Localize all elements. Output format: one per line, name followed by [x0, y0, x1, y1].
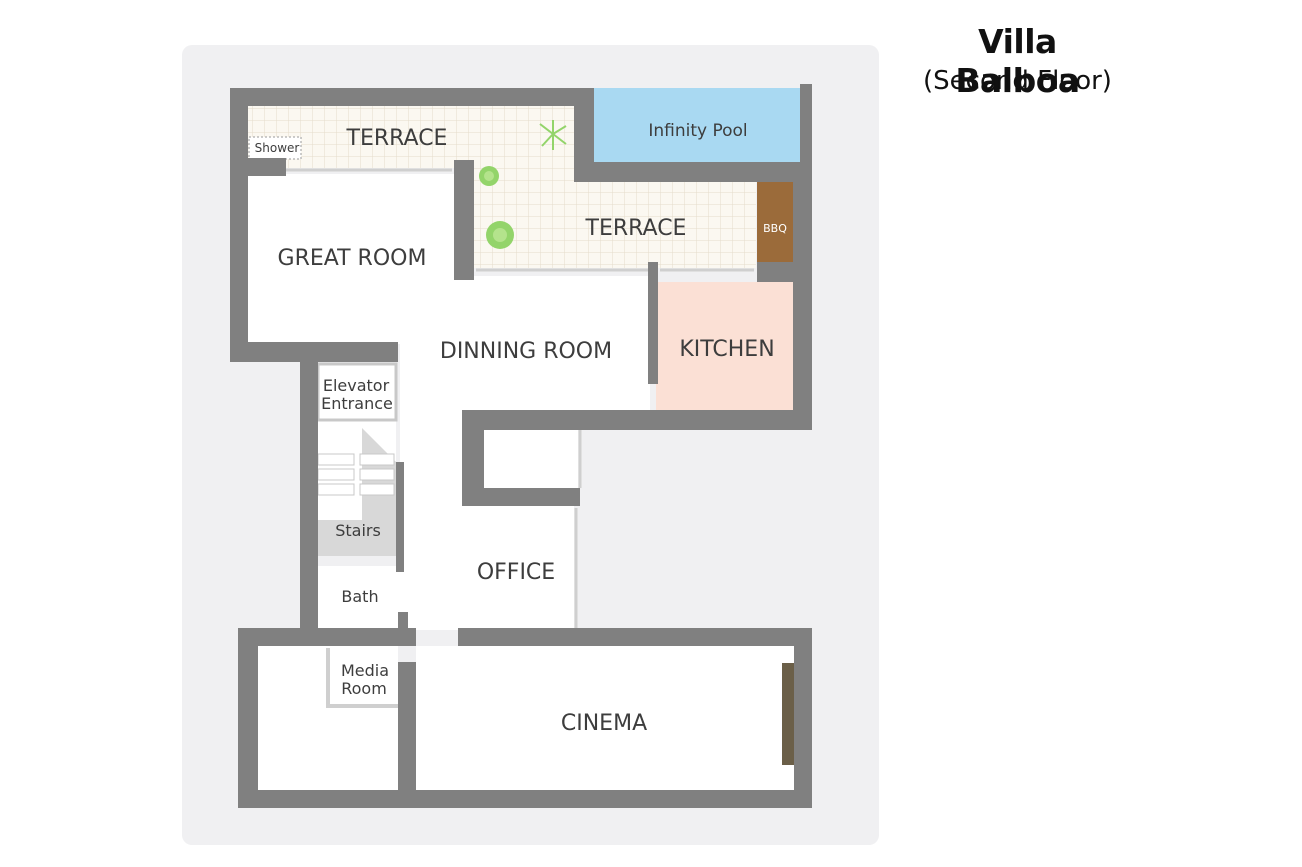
office-nook-floor: [484, 430, 578, 488]
walls: [230, 84, 812, 808]
kitchen-area: [656, 282, 794, 410]
elevator-label-line2: Entrance: [321, 394, 393, 413]
palm-plant-icon: [539, 120, 567, 150]
plan-subtitle: (Second Floor): [923, 66, 1112, 96]
dining-room-label: DINNING ROOM: [440, 339, 612, 364]
cinema-floor: [416, 646, 794, 790]
stairs-detail: [317, 428, 396, 556]
media-room-frame: [326, 648, 398, 708]
corridor-floor: [400, 400, 462, 630]
media-room-label-line2: Room: [341, 679, 387, 698]
plant-icon: [486, 221, 514, 249]
office-label: OFFICE: [477, 560, 555, 585]
glass-partitions: [286, 168, 754, 628]
bath-floor: [318, 566, 402, 628]
terrace-top-label: TERRACE: [346, 126, 448, 151]
elevator-label-line1: Elevator: [323, 376, 390, 395]
bbq-label: BBQ: [763, 222, 787, 235]
great-room-label: GREAT ROOM: [278, 246, 427, 271]
media-room-label-line1: Media: [341, 661, 389, 680]
plan-title: Villa Balboa: [955, 22, 1080, 100]
elevator-floor: [318, 364, 396, 420]
dining-link-floor: [454, 276, 474, 346]
dining-room-floor: [400, 276, 650, 410]
plant-icon: [479, 166, 499, 186]
stairs-label: Stairs: [335, 521, 381, 540]
cinema-label: CINEMA: [561, 711, 647, 736]
shower-label: Shower: [255, 141, 300, 155]
terrace-mid-floor: [474, 168, 756, 268]
kitchen-label: KITCHEN: [679, 337, 774, 362]
bbq-counter: [757, 182, 793, 262]
infinity-pool: [594, 88, 800, 162]
terrace-top-floor: [248, 106, 574, 168]
terrace-mid-label: TERRACE: [585, 216, 687, 241]
infinity-pool-label: Infinity Pool: [648, 121, 747, 141]
cinema-screen: [782, 663, 794, 765]
office-floor: [462, 506, 574, 628]
bath-label: Bath: [341, 587, 378, 606]
